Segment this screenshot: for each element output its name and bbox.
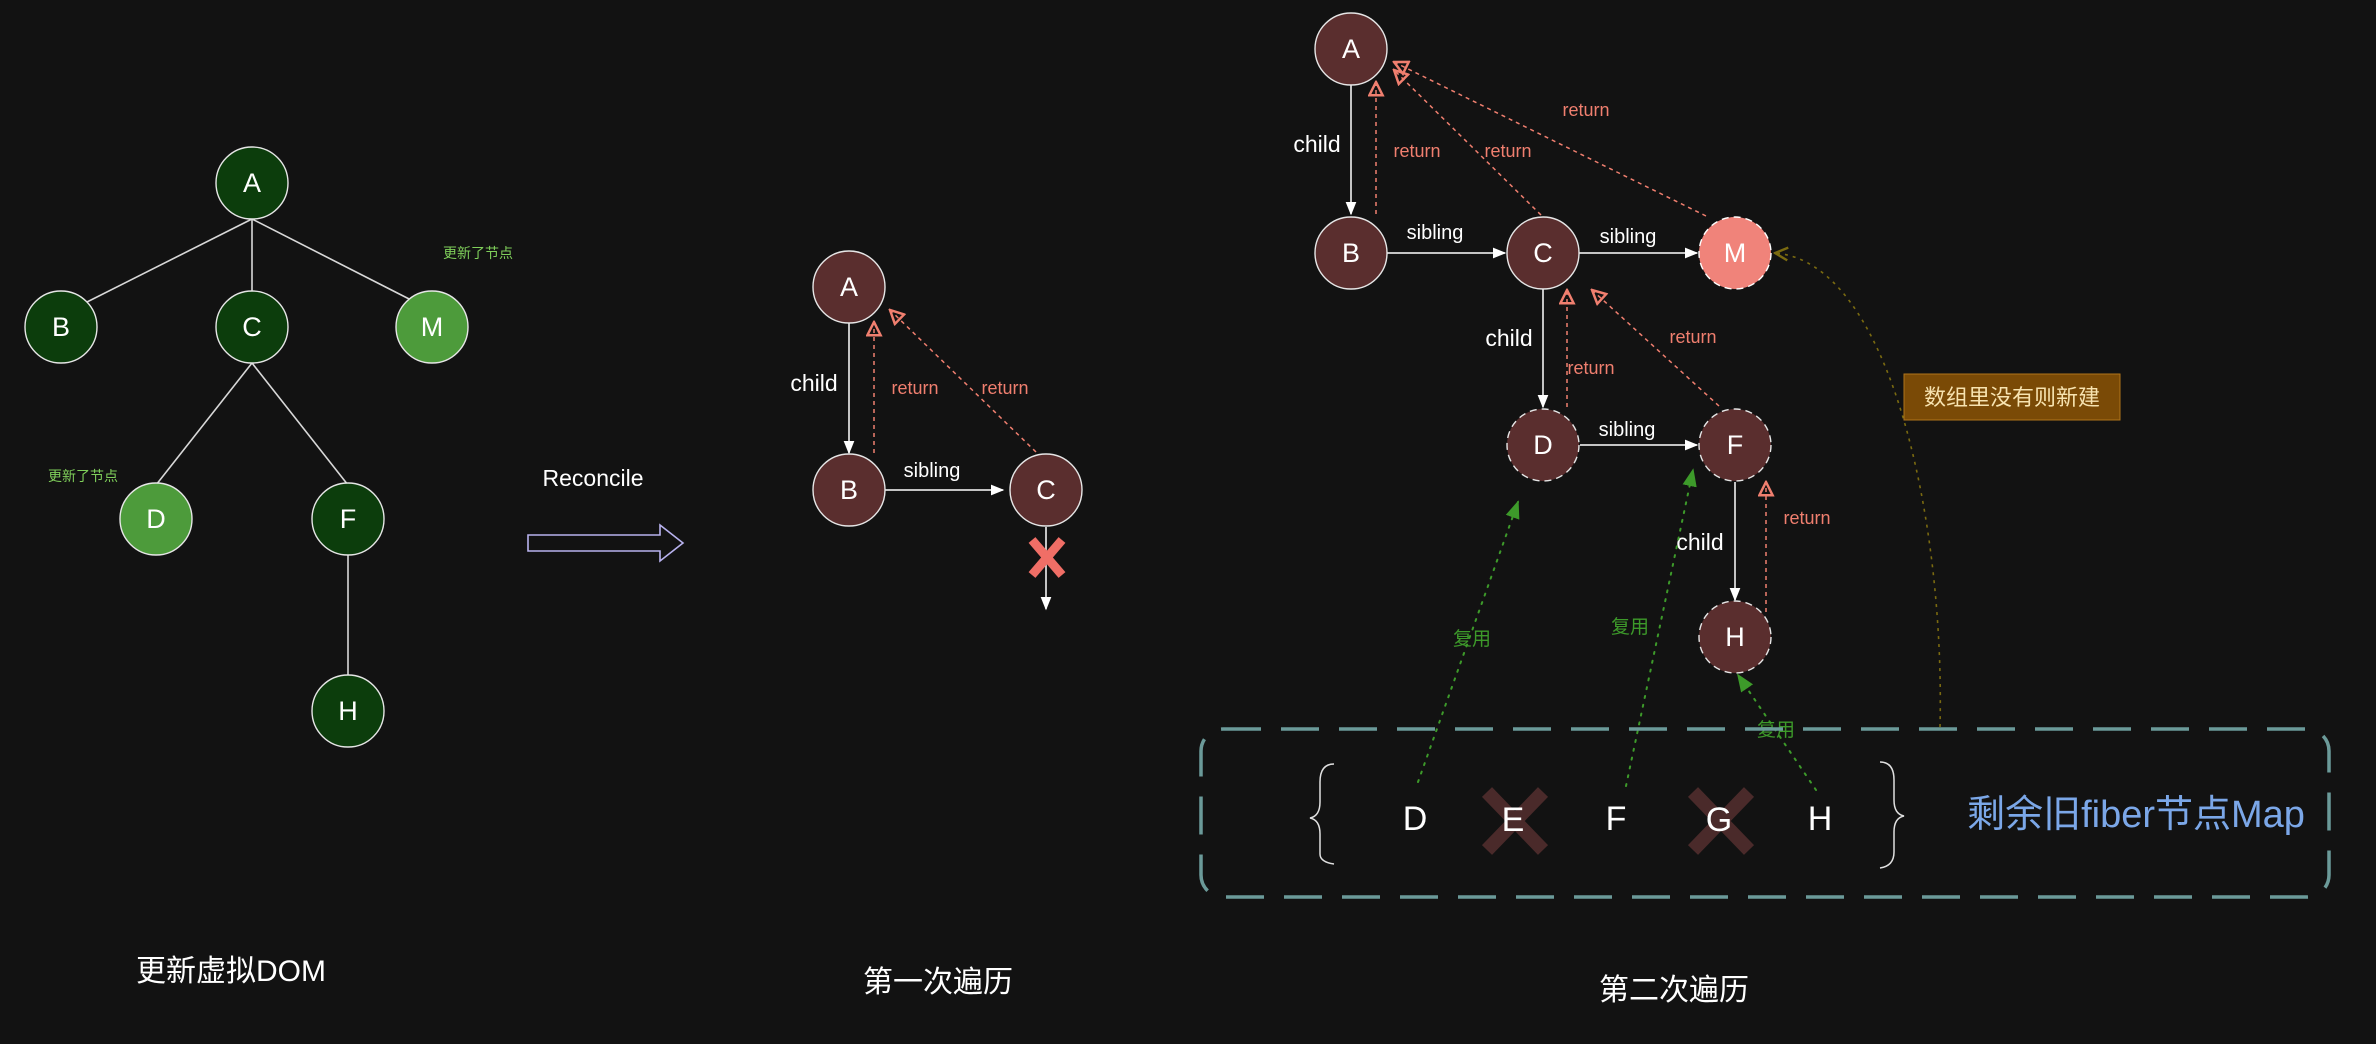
reconcile-arrow: Reconcile — [527, 465, 685, 563]
fp-node-a-label: A — [840, 272, 858, 302]
sp-node-f-label: F — [1727, 430, 1744, 460]
sp-return-label-dc: return — [1567, 358, 1614, 378]
vdom-node-d: D — [119, 482, 193, 556]
deleted-cross-icon — [1481, 787, 1549, 855]
sp-return-label-ca: return — [1484, 141, 1531, 161]
vdom-node-m-label: M — [421, 312, 444, 342]
sp-node-f: F — [1698, 408, 1772, 482]
sp-return-m-a — [1394, 62, 1707, 217]
edge-c-f — [251, 362, 349, 486]
map-item-d: D — [1403, 800, 1428, 838]
create-new-badge: 数组里没有则新建 — [1903, 373, 2121, 421]
caption-vdom: 更新虚拟DOM — [136, 955, 326, 988]
map-item-g: G — [1706, 801, 1732, 839]
vdom-node-b-label: B — [52, 312, 70, 342]
fp-node-c: C — [1009, 453, 1083, 527]
sp-child-label-ab: child — [1293, 131, 1340, 157]
map-item-g-deleted: G — [1687, 787, 1755, 855]
vdom-note-d: 更新了节点 — [48, 468, 118, 484]
vdom-node-d-label: D — [146, 504, 166, 534]
sp-child-label-fh: child — [1676, 529, 1723, 555]
edge-a-b — [84, 218, 253, 304]
sp-reuse-f — [1625, 468, 1697, 787]
vdom-tree: A B C M D F H 更新了节点 更新了节点 更新虚拟DOM — [24, 146, 513, 988]
vdom-node-f-label: F — [340, 504, 357, 534]
sp-node-b-label: B — [1342, 238, 1360, 268]
fp-node-b-label: B — [840, 475, 858, 505]
map-item-h: H — [1808, 800, 1833, 838]
badge-link — [1775, 253, 1942, 728]
deleted-cross-icon — [1687, 787, 1755, 855]
sp-return-label-ma: return — [1562, 100, 1609, 120]
fp-child-label: child — [790, 370, 837, 396]
vdom-node-c-label: C — [242, 312, 262, 342]
sp-sibling-label-df: sibling — [1599, 419, 1656, 441]
fp-node-c-label: C — [1036, 475, 1056, 505]
map-item-f: F — [1606, 800, 1627, 838]
sp-node-m-label: M — [1724, 238, 1747, 268]
sp-node-h-label: H — [1725, 622, 1745, 652]
sp-return-f-c — [1592, 290, 1720, 407]
sp-node-m: M — [1698, 216, 1772, 290]
fp-node-b: B — [812, 453, 886, 527]
caption-second: 第二次遍历 — [1599, 974, 1749, 1007]
open-brace-icon — [1309, 763, 1335, 865]
fp-node-a: A — [812, 250, 886, 324]
old-fiber-map-label: 剩余旧fiber节点Map — [1967, 794, 2305, 836]
vdom-node-c: C — [215, 290, 289, 364]
sp-return-label-fc: return — [1669, 327, 1716, 347]
sp-node-a: A — [1314, 12, 1388, 86]
sp-sibling-label-cm: sibling — [1600, 226, 1657, 248]
reconcile-label: Reconcile — [543, 465, 644, 491]
fp-sibling-label: sibling — [904, 460, 961, 482]
close-brace-icon — [1879, 761, 1905, 869]
sp-child-label-cd: child — [1485, 325, 1532, 351]
sp-return-c-a — [1394, 70, 1542, 216]
fp-return-c-a — [890, 310, 1037, 453]
vdom-edges — [84, 218, 418, 675]
vdom-node-b: B — [24, 290, 98, 364]
fp-return-label-2: return — [981, 378, 1028, 398]
fp-return-label-1: return — [891, 378, 938, 398]
edge-c-d — [155, 362, 253, 486]
map-item-e-deleted: E — [1481, 787, 1549, 855]
caption-first: 第一次遍历 — [863, 966, 1013, 999]
vdom-node-a: A — [215, 146, 289, 220]
hollow-arrow-icon — [527, 523, 685, 563]
sp-node-d: D — [1506, 408, 1580, 482]
vdom-node-a-label: A — [243, 168, 261, 198]
old-fiber-map: D E F G H 剩余旧fiber节点Map — [1199, 727, 2331, 899]
fp-stop-cross-icon — [1028, 537, 1066, 578]
sp-node-c-label: C — [1533, 238, 1553, 268]
first-pass: child sibling return return A B C 第一次遍历 — [790, 250, 1083, 999]
map-item-e: E — [1502, 801, 1525, 839]
sp-node-c: C — [1506, 216, 1580, 290]
sp-return-label-ba: return — [1393, 141, 1440, 161]
vdom-node-h-label: H — [338, 696, 358, 726]
sp-node-a-label: A — [1342, 34, 1360, 64]
edge-a-m — [251, 218, 418, 304]
sp-node-d-label: D — [1533, 430, 1553, 460]
second-pass: child child child sibling sibling siblin… — [1199, 12, 2331, 1007]
sp-node-b: B — [1314, 216, 1388, 290]
vdom-note-m: 更新了节点 — [443, 245, 513, 261]
sp-reuse-label-f: 复用 — [1611, 616, 1649, 638]
vdom-node-h: H — [311, 674, 385, 748]
vdom-node-m: M — [395, 290, 469, 364]
sp-sibling-label-bc: sibling — [1407, 222, 1464, 244]
sp-return-label-hf: return — [1783, 508, 1830, 528]
vdom-node-f: F — [311, 482, 385, 556]
sp-node-h: H — [1698, 600, 1772, 674]
create-new-badge-text: 数组里没有则新建 — [1924, 385, 2100, 410]
sp-reuse-label-d: 复用 — [1453, 628, 1491, 650]
